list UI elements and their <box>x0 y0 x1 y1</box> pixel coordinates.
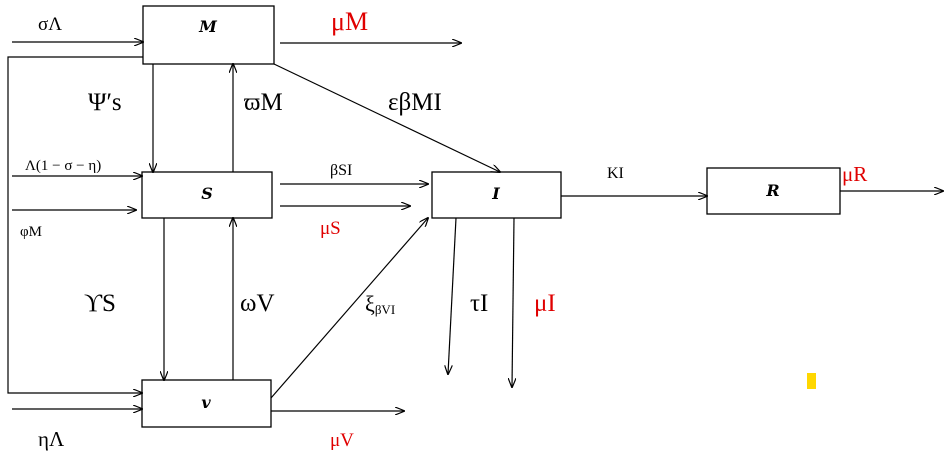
label-i: I <box>491 184 500 203</box>
rate-sigma-lambda: σΛ <box>38 14 62 35</box>
rate-lambda-rest: Λ(1 − σ − η) <box>25 158 101 174</box>
arrow-xi-beta-vi <box>270 218 428 399</box>
label-r: R <box>765 181 779 200</box>
yellow-marker <box>807 373 816 389</box>
rate-upsilon-s: ϒS <box>84 290 116 317</box>
rate-varpi-m: ϖM <box>244 89 283 116</box>
box-s <box>141 171 273 219</box>
rate-eta-lambda: ηΛ <box>38 427 65 451</box>
rate-mu-m: μM <box>331 7 368 36</box>
rate-omega-v: ωV <box>240 290 275 317</box>
box-v <box>141 379 272 428</box>
rate-mu-v: μV <box>330 430 354 451</box>
rate-xi-subscript: βVI <box>375 302 395 317</box>
arrow-tau-i <box>448 217 457 374</box>
rate-psi-s: Ψ′s <box>88 89 122 116</box>
rate-mu-r: μR <box>842 162 867 186</box>
rate-mu-s: μS <box>320 218 341 239</box>
rate-phi-m: φM <box>20 224 42 240</box>
arrow-eps-beta-mi <box>273 63 500 172</box>
rate-mu-i: μI <box>534 290 556 317</box>
rate-xi-beta-vi: ξβVI <box>365 291 395 317</box>
rate-tau-i: τI <box>470 290 488 317</box>
label-s: S <box>201 184 213 203</box>
arrow-mu-i <box>512 217 514 387</box>
rate-xi: ξ <box>365 291 375 316</box>
arrow-phi-m-loop <box>7 56 143 393</box>
rate-beta-si: βSI <box>330 162 352 179</box>
box-m <box>142 5 275 65</box>
label-m: M <box>198 17 218 36</box>
rate-k-i: KI <box>607 165 624 182</box>
label-v: v <box>201 393 211 412</box>
rate-eps-beta-mi: εβMI <box>388 89 442 116</box>
